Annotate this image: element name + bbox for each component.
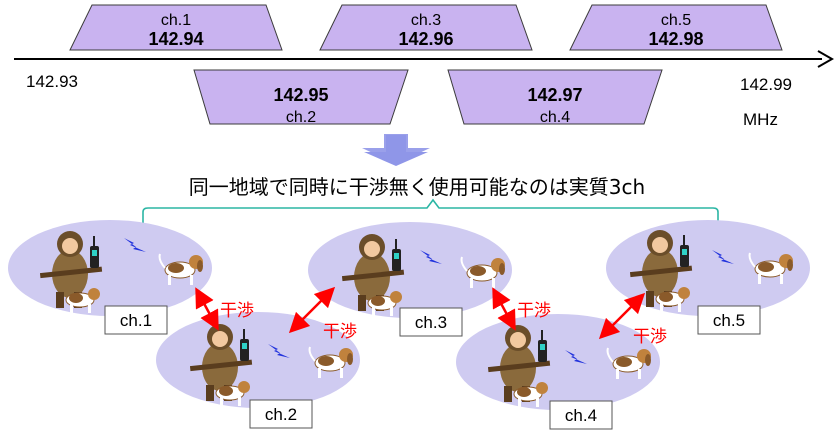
channel-4: ch.4 142.97 xyxy=(447,69,663,126)
interference-label: 干渉 xyxy=(633,327,667,347)
channel-tag-box xyxy=(697,305,761,335)
station-groups: ch.1 ch.2 ch.3 ch.4 ch.5 xyxy=(8,220,810,430)
frequency-axis-arrowhead xyxy=(817,50,835,68)
station-group-1: ch.1 xyxy=(8,220,212,335)
channel-id-label: ch.5 xyxy=(661,12,691,29)
interference-arrow xyxy=(288,286,336,334)
channel-band-2 xyxy=(193,69,409,125)
channel-band-5 xyxy=(569,4,783,51)
axis-unit: MHz xyxy=(743,110,778,129)
channel-band-4 xyxy=(447,69,663,125)
channel-id-label: ch.1 xyxy=(161,12,191,29)
interference-arrow xyxy=(598,292,646,340)
channel-tag-label: ch.1 xyxy=(120,311,152,330)
channel-tag-box xyxy=(249,399,313,429)
channel-id-label: ch.2 xyxy=(286,109,316,126)
channel-band-3 xyxy=(319,4,533,51)
channel-frequency-label: 142.97 xyxy=(527,85,582,105)
axis-left-value: 142.93 xyxy=(26,72,78,91)
interference-label: 干渉 xyxy=(323,322,357,342)
channel-tag-label: ch.5 xyxy=(713,311,745,330)
available-channel-bracket xyxy=(142,198,719,226)
interference-label: 干渉 xyxy=(517,301,551,321)
interference-arrow xyxy=(195,287,219,331)
channel-frequency-label: 142.96 xyxy=(398,29,453,49)
coverage-area xyxy=(308,222,512,318)
channel-frequency-label: 142.95 xyxy=(273,85,328,105)
station-group-2: ch.2 xyxy=(156,312,360,429)
channel-2: ch.2 142.95 xyxy=(193,69,409,126)
station-group-5: ch.5 xyxy=(606,220,810,335)
station-group-4: ch.4 xyxy=(456,314,660,430)
channel-band-1 xyxy=(69,4,283,51)
summary-text: 同一地域で同時に干渉無く使用可能なのは実質3ch xyxy=(189,175,645,199)
channel-tag-label: ch.2 xyxy=(265,405,297,424)
coverage-area xyxy=(156,312,360,408)
interference-arrow xyxy=(492,287,516,331)
channel-tag-box xyxy=(549,400,613,430)
lower-channel-row: ch.2 142.95 ch.4 142.97 xyxy=(193,69,663,126)
channel-id-label: ch.3 xyxy=(411,12,441,29)
channel-frequency-label: 142.98 xyxy=(648,29,703,49)
channel-tag-box xyxy=(104,305,168,335)
axis-right-value: 142.99 xyxy=(740,75,792,94)
interference-label: 干渉 xyxy=(220,301,254,321)
channel-tag-label: ch.4 xyxy=(565,406,597,425)
channel-tag-box xyxy=(399,307,463,337)
channel-frequency-label: 142.94 xyxy=(148,29,203,49)
channel-tag-label: ch.3 xyxy=(415,313,447,332)
channel-id-label: ch.4 xyxy=(540,109,570,126)
station-group-3: ch.3 xyxy=(308,222,512,337)
